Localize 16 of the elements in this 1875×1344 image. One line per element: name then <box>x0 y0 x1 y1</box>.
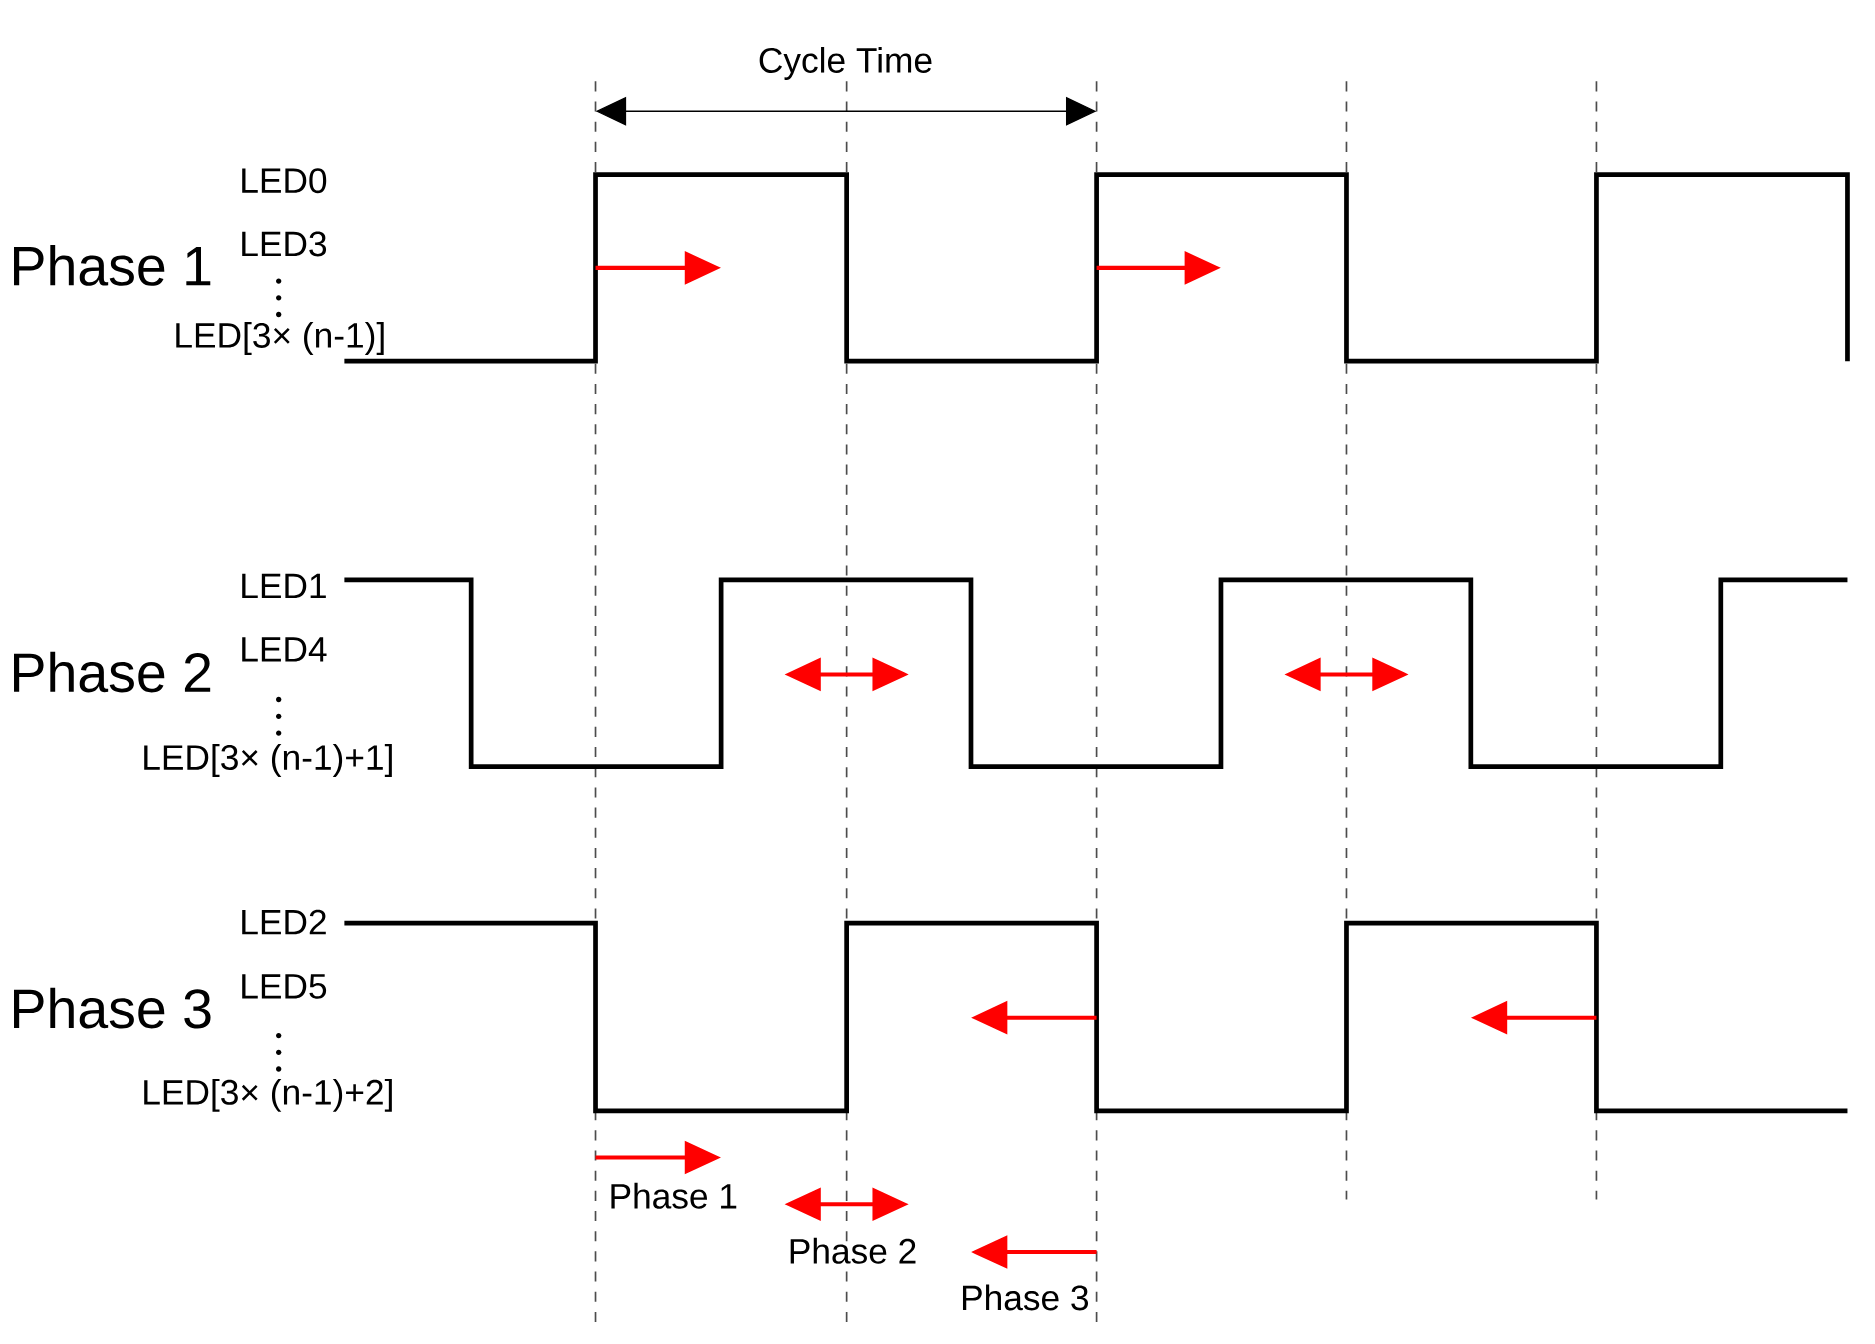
signal-label: LED4 <box>242 637 327 662</box>
legend-label: Phase 2 <box>790 1237 916 1264</box>
signal-label: LED[3× (n-1)] <box>176 322 384 355</box>
signal-label: LED2 <box>242 909 326 935</box>
signal-label: LED[3× (n-1)+1] <box>144 744 392 777</box>
signal-label: LED3 <box>242 231 327 257</box>
phase-label: Phase 1 <box>14 245 211 286</box>
signal-label: LED1 <box>242 573 326 599</box>
legend-label: Phase 1 <box>611 1182 737 1209</box>
signal-label: LED0 <box>242 168 327 194</box>
phase-label: Phase 2 <box>14 651 211 693</box>
phase-label: Phase 3 <box>14 987 211 1029</box>
legend-label: Phase 3 <box>963 1284 1089 1311</box>
signal-label: LED[3× (n-1)+2] <box>144 1078 392 1112</box>
dimension-label: Cycle Time <box>759 46 932 80</box>
signal-label: LED5 <box>242 974 327 999</box>
